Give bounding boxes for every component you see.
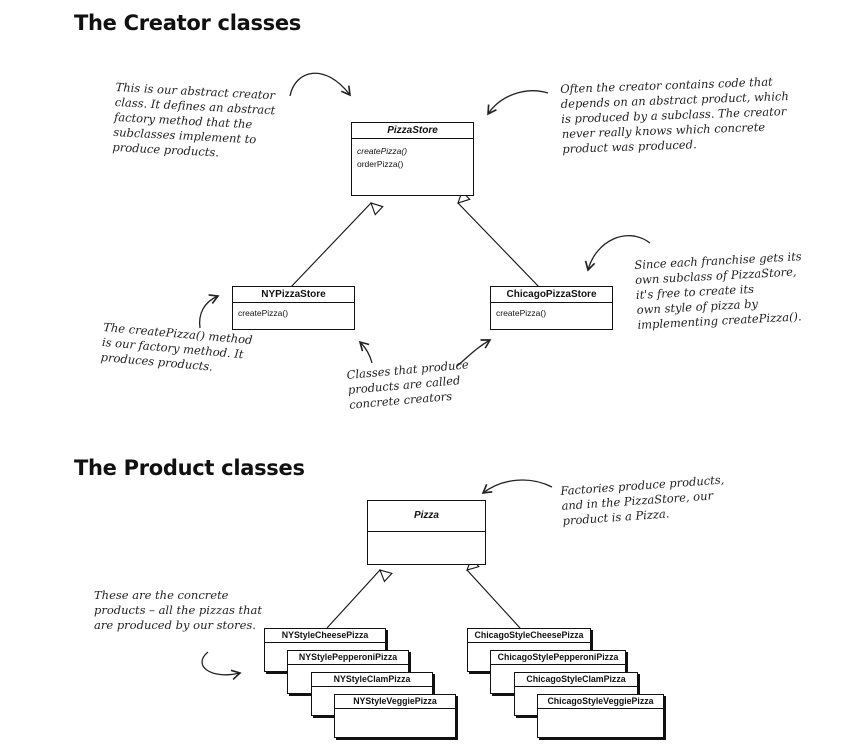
ny-pizza-store-class-box: NYPizzaStore createPizza() <box>232 286 355 330</box>
product-name: ChicagoStylePepperoniPizza <box>491 651 625 665</box>
class-name: ChicagoPizzaStore <box>491 287 612 303</box>
abstract-creator-pointer-arrow <box>289 72 351 97</box>
method-list: createPizza() <box>491 303 612 320</box>
pizza-class-box: Pizza <box>367 500 486 565</box>
factories-produce-pointer-arrow <box>481 479 553 494</box>
franchise-note: Since each franchise gets its own subcla… <box>634 248 838 333</box>
product-name: NYStylePepperoniPizza <box>288 651 408 665</box>
concrete-products-pointer-arrow <box>201 651 242 681</box>
method-order-pizza: orderPizza() <box>357 159 404 169</box>
concrete-creators-right-pointer-arrow <box>456 339 492 367</box>
product-name: NYStyleClamPizza <box>312 673 432 687</box>
product-name: ChicagoStyleCheesePizza <box>468 629 590 643</box>
note-line: products – all the pizzas that <box>94 603 263 617</box>
product-box-ny-veggie: NYStyleVeggiePizza <box>334 694 456 738</box>
method-create-pizza: createPizza() <box>357 146 408 156</box>
product-name: ChicagoStyleVeggiePizza <box>538 695 663 709</box>
class-name: NYPizzaStore <box>233 287 354 303</box>
class-name: Pizza <box>368 501 485 532</box>
method-list: createPizza() orderPizza() <box>352 139 473 171</box>
product-name: NYStyleVeggiePizza <box>335 695 455 709</box>
concrete-products-note: These are the concrete products – all th… <box>94 588 284 633</box>
product-name: NYStyleCheesePizza <box>265 629 385 643</box>
pizza-store-class-box: PizzaStore createPizza() orderPizza() <box>351 122 474 196</box>
chicago-pizza-store-class-box: ChicagoPizzaStore createPizza() <box>490 286 613 330</box>
product-name: ChicagoStyleClamPizza <box>515 673 637 687</box>
franchise-pointer-arrow <box>584 235 651 272</box>
creator-contains-pointer-arrow <box>487 90 549 116</box>
creator-classes-heading: The Creator classes <box>74 11 302 35</box>
method-create-pizza: createPizza() <box>238 308 289 318</box>
factory-method-pointer-arrow <box>198 294 220 329</box>
method-create-pizza: createPizza() <box>496 308 547 318</box>
ny-products-inheritance-line <box>326 570 380 629</box>
product-classes-heading: The Product classes <box>74 456 305 480</box>
creator-contains-note: Often the creator contains code that dep… <box>560 73 812 157</box>
class-name: PizzaStore <box>352 123 473 139</box>
note-line: These are the concrete <box>94 588 229 602</box>
chicago-products-inheritance-line <box>467 570 521 629</box>
product-box-chicago-veggie: ChicagoStyleVeggiePizza <box>537 694 664 738</box>
abstract-creator-note: This is our abstract creator class. It d… <box>112 80 306 165</box>
ny-store-inheritance-line <box>289 203 371 289</box>
method-list: createPizza() <box>233 303 354 320</box>
concrete-creators-left-pointer-arrow <box>358 340 373 364</box>
note-line: are produced by our stores. <box>94 618 256 632</box>
chicago-store-inheritance-line <box>458 203 541 289</box>
